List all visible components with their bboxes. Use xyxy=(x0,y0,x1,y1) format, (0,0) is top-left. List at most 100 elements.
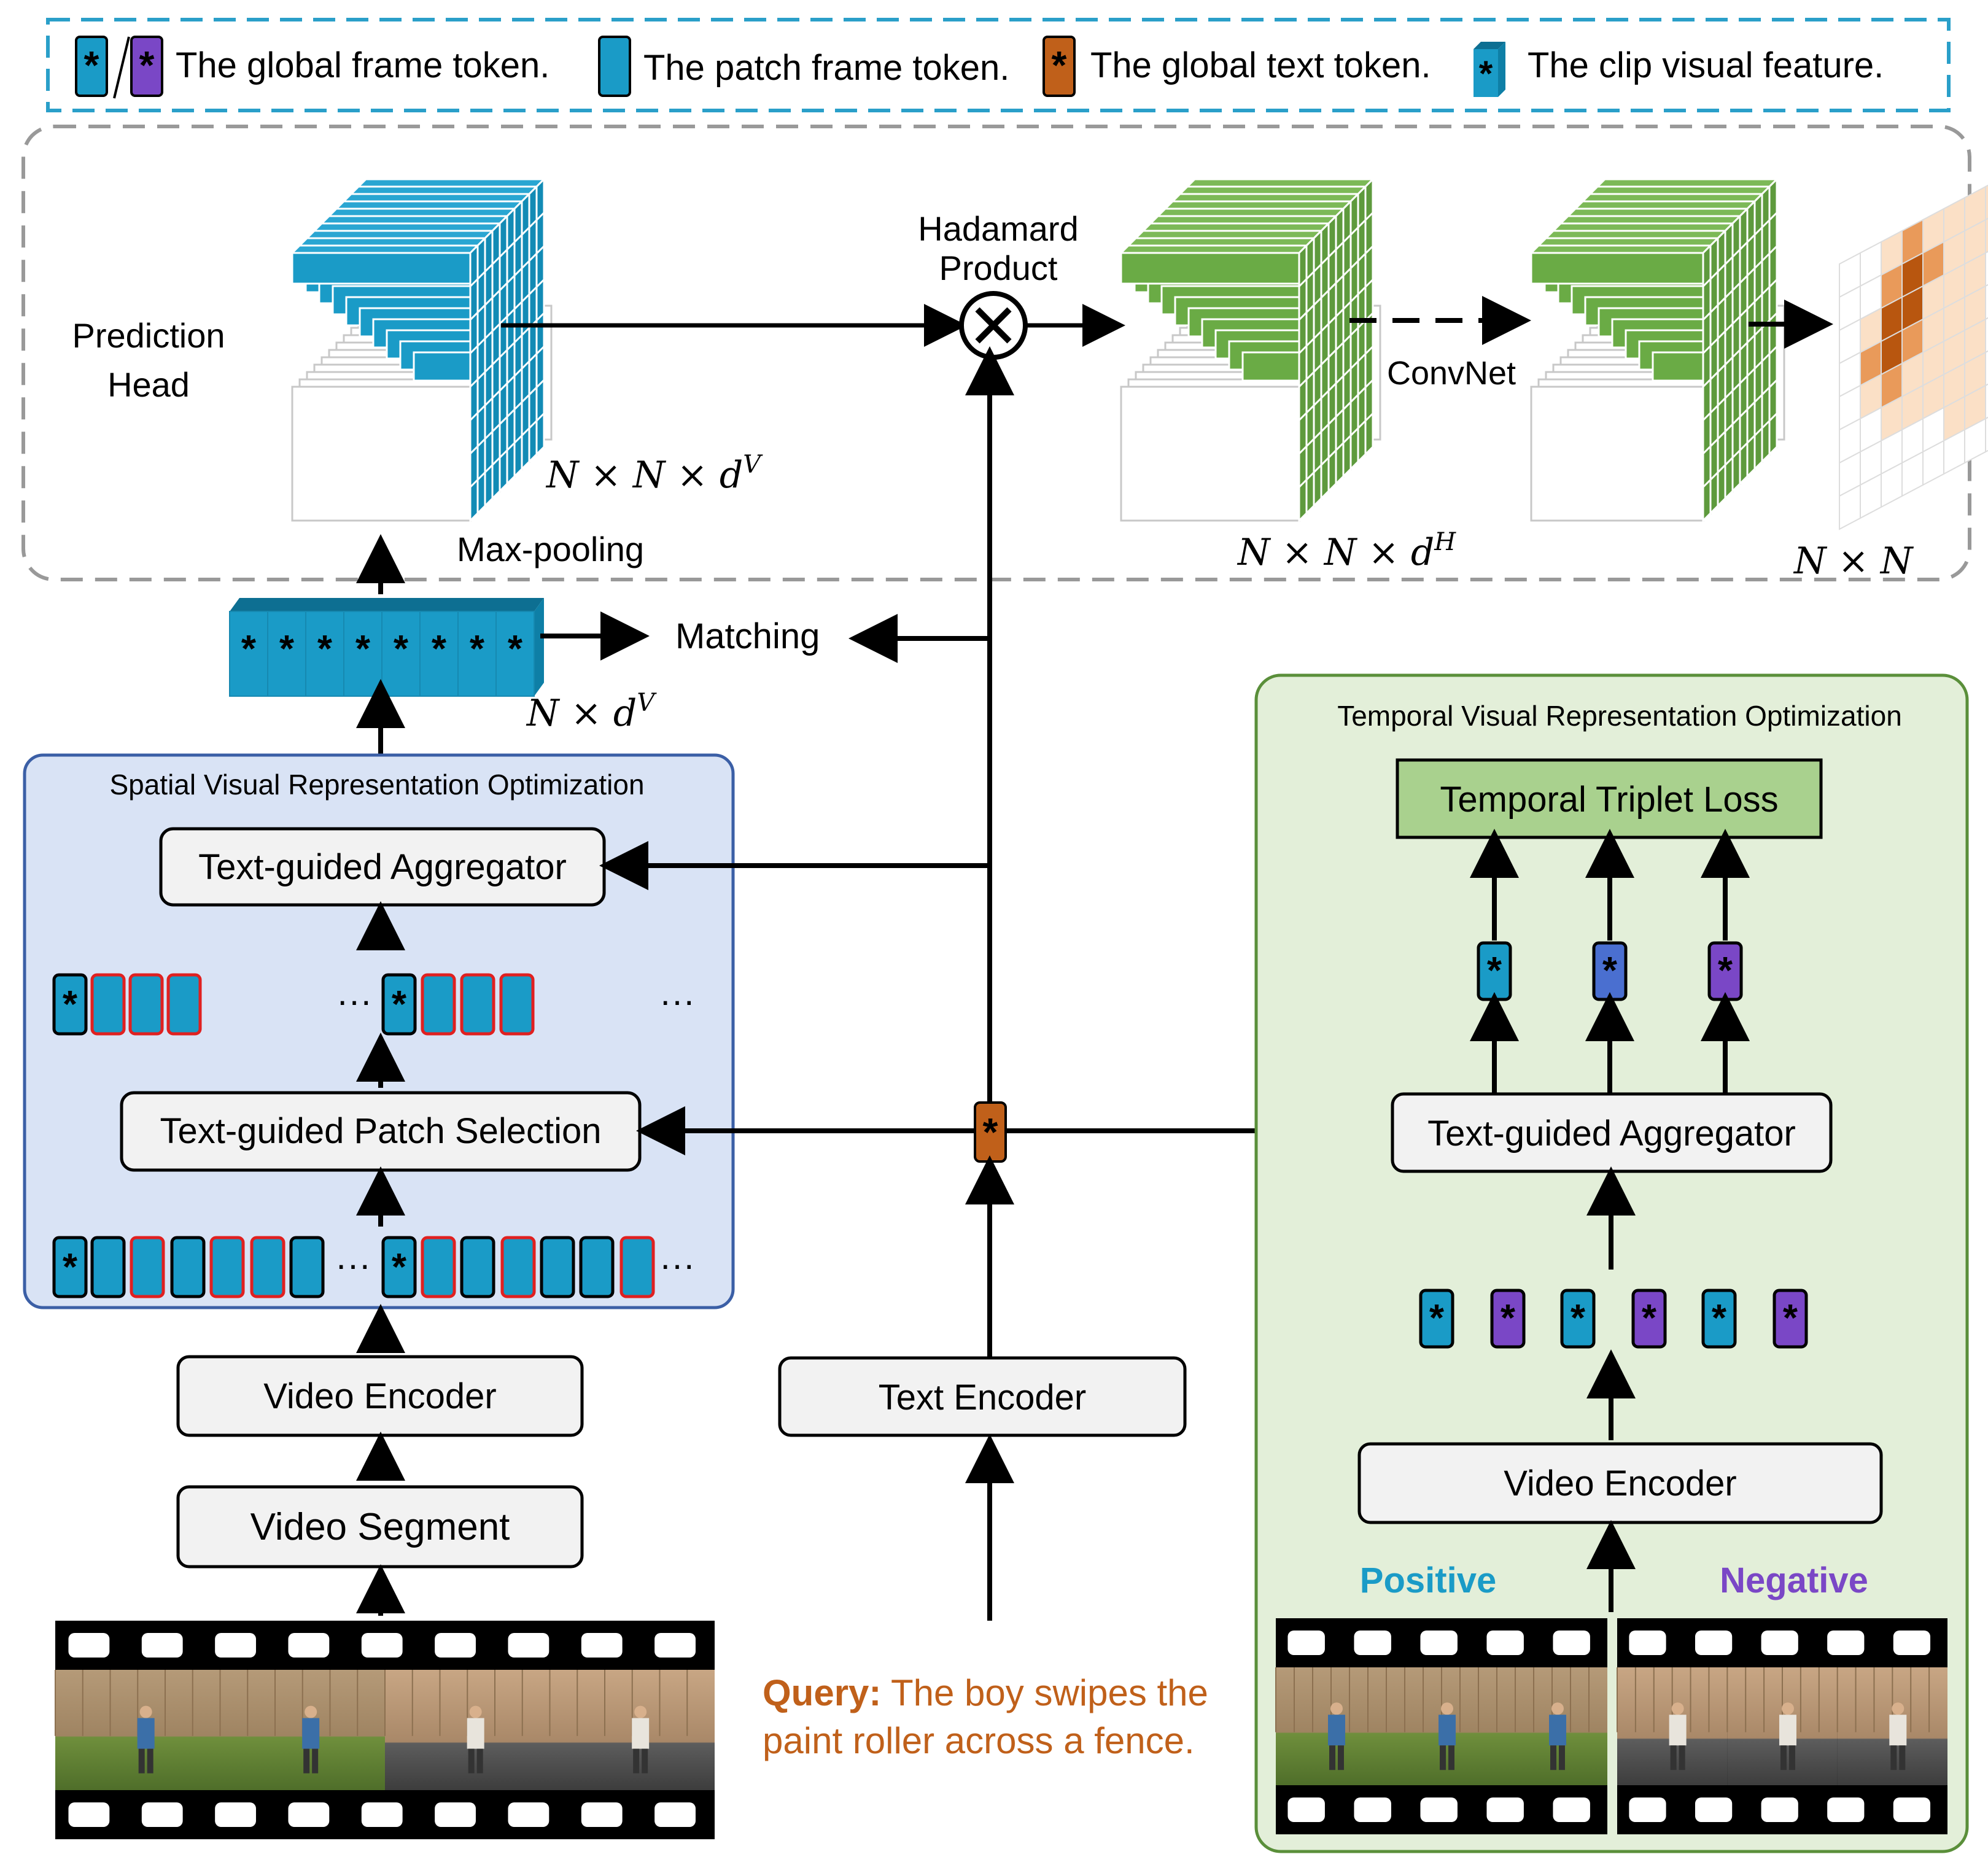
svg-text:*: * xyxy=(983,1110,998,1154)
aggregated-token: * xyxy=(1707,941,1743,1001)
patch-token xyxy=(500,1236,536,1298)
global-frame-token: * xyxy=(381,973,417,1036)
patch-token xyxy=(90,1236,126,1298)
frame-token: * xyxy=(1631,1289,1667,1349)
selected-patch-token xyxy=(421,973,456,1036)
svg-text:*: * xyxy=(1718,950,1733,992)
legend-text-token-label: The global text token. xyxy=(1090,45,1431,85)
clip-feature-cell: * xyxy=(495,611,535,697)
svg-text:*: * xyxy=(470,628,485,670)
svg-text:*: * xyxy=(1052,43,1067,87)
patch-token xyxy=(460,1236,495,1298)
query-line-2: paint roller across a fence. xyxy=(763,1720,1195,1761)
green-feature-cube xyxy=(1119,177,1381,523)
svg-text:*: * xyxy=(241,628,257,670)
negative-label: Negative xyxy=(1720,1561,1868,1600)
svg-text:*: * xyxy=(1783,1297,1798,1340)
aggregated-token: * xyxy=(1477,941,1512,1001)
aggregated-token: * xyxy=(1592,941,1628,1001)
global-frame-token: * xyxy=(381,1236,417,1298)
svg-text:*: * xyxy=(432,628,447,670)
clip-visual-features: * * * * * * * * xyxy=(229,598,544,697)
video-encoder-label: Video Encoder xyxy=(263,1376,496,1416)
clip-feature-cell: * xyxy=(381,611,421,697)
temporal-video-encoder-label: Video Encoder xyxy=(1504,1464,1736,1503)
triplet-loss-label: Temporal Triplet Loss xyxy=(1440,780,1778,820)
spatial-panel-title: Spatial Visual Representation Optimizati… xyxy=(109,769,644,801)
dim-ndh-label: N × N × dH xyxy=(1237,528,1456,574)
global-text-token-icon: * xyxy=(974,1101,1007,1163)
global-frame-token: * xyxy=(52,1236,88,1298)
aggregated-temporal-tokens: * * * xyxy=(1470,829,1750,1093)
triplet-loss-box xyxy=(1396,758,1823,839)
ellipsis-2: ··· xyxy=(659,981,695,1021)
frame-token: * xyxy=(1701,1289,1737,1349)
clip-feature-cell: * xyxy=(305,611,344,697)
ellipsis-4: ··· xyxy=(659,1245,695,1285)
svg-text:*: * xyxy=(139,43,155,87)
prediction-head-panel: Prediction Head Max-pooling N × N × dV H… xyxy=(21,125,1988,583)
matching-label: Matching xyxy=(675,616,820,656)
frame-token: * xyxy=(1773,1289,1808,1349)
svg-text:*: * xyxy=(1501,1297,1516,1340)
legend: * * The global frame token. The patch fr… xyxy=(46,18,1951,112)
patch-token xyxy=(619,1236,655,1298)
frame-token: * xyxy=(1560,1289,1596,1349)
svg-text:*: * xyxy=(63,983,78,1026)
clip-feature-cell: * xyxy=(457,611,497,697)
svg-text:*: * xyxy=(84,43,99,87)
patch-token xyxy=(130,1236,165,1298)
global-frame-token: * xyxy=(52,973,88,1036)
selected-patch-token xyxy=(460,973,495,1036)
negative-filmstrip xyxy=(1617,1618,1947,1834)
patch-selection-label: Text-guided Patch Selection xyxy=(160,1111,602,1151)
selected-patch-token xyxy=(499,973,535,1036)
dim-nn-label: N × N xyxy=(1793,540,1914,583)
clip-feature-cell: * xyxy=(229,611,268,697)
svg-text:*: * xyxy=(279,628,295,670)
video-segment-label: Video Segment xyxy=(250,1506,510,1548)
spatial-aggregator-label: Text-guided Aggregator xyxy=(198,847,567,887)
ellipsis-1: ··· xyxy=(336,981,372,1021)
selected-patch-token xyxy=(166,973,202,1036)
legend-patch-token-icon xyxy=(598,36,631,97)
svg-text:*: * xyxy=(1602,950,1618,992)
svg-text:*: * xyxy=(394,628,409,670)
legend-text-token-icon: * xyxy=(1043,36,1076,97)
patch-token xyxy=(209,1236,245,1298)
patch-token xyxy=(579,1236,615,1298)
positive-filmstrip xyxy=(1275,1618,1607,1834)
svg-text:*: * xyxy=(1712,1297,1727,1340)
temporal-panel: Temporal Visual Representation Optimizat… xyxy=(1254,673,1969,1853)
legend-clip-feature-label: The clip visual feature. xyxy=(1528,45,1884,85)
legend-patch-token-label: The patch frame token. xyxy=(643,48,1009,88)
patch-token xyxy=(250,1236,285,1298)
temporal-panel-title: Temporal Visual Representation Optimizat… xyxy=(1337,700,1902,732)
score-heatmap xyxy=(1839,184,1988,530)
frame-token: * xyxy=(1490,1289,1526,1349)
hadamard-label-2: Product xyxy=(939,249,1058,287)
svg-text:*: * xyxy=(317,628,333,670)
patch-token xyxy=(540,1236,575,1298)
spatial-panel: Spatial Visual Representation Optimizati… xyxy=(23,753,735,1309)
positive-label: Positive xyxy=(1360,1561,1496,1600)
svg-text:*: * xyxy=(392,983,407,1026)
convnet-label: ConvNet xyxy=(1387,355,1516,392)
clip-feature-cell: * xyxy=(419,611,459,697)
legend-global-frame-token-icon: * * xyxy=(75,36,163,99)
svg-text:*: * xyxy=(508,628,523,670)
temporal-frame-tokens: ****** xyxy=(1419,1289,1808,1349)
hadamard-product-icon xyxy=(959,291,1028,360)
selected-patch-token xyxy=(90,973,126,1036)
legend-clip-feature-icon: * xyxy=(1474,42,1505,97)
selected-patch-tokens: * ··· * ··· xyxy=(52,973,695,1036)
patch-token xyxy=(170,1236,206,1298)
svg-text:*: * xyxy=(355,628,371,670)
patch-token xyxy=(421,1236,456,1298)
prediction-head-label-2: Head xyxy=(107,365,190,404)
clip-feature-cell: * xyxy=(267,611,306,697)
green-output-cube xyxy=(1529,177,1785,523)
blue-feature-cube xyxy=(290,177,553,523)
svg-text:*: * xyxy=(1479,54,1493,94)
